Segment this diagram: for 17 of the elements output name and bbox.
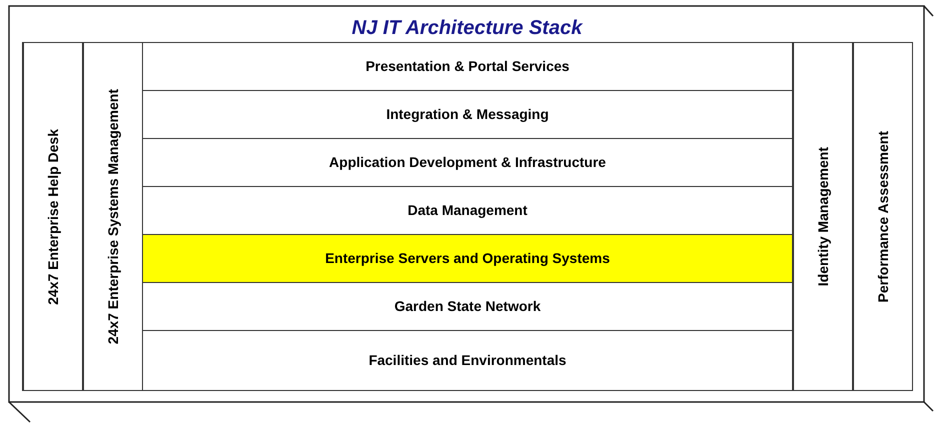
column-box [792, 42, 853, 391]
layer-label: Facilities and Environmentals [368, 351, 566, 370]
title: NJ IT Architecture Stack [350, 16, 584, 40]
layer-label: Presentation & Portal Services [366, 57, 570, 76]
layer-label: Performance Assessment [874, 130, 892, 302]
layer-box [142, 234, 793, 283]
layer-label: Integration & Messaging [386, 105, 549, 124]
layer-label: 24x7 Enterprise Help Desk [44, 128, 62, 304]
layer-label: Enterprise Servers and Operating Systems [325, 249, 610, 268]
layer-label: Garden State Network [394, 297, 541, 316]
column-box [22, 42, 83, 391]
layer-label: Identity Management [814, 146, 832, 286]
column-box [82, 42, 143, 391]
layer-label: Data Management [408, 201, 528, 220]
layer-label: 24x7 Enterprise Systems Management [104, 88, 122, 344]
layer-label: Application Development & Infrastructure [329, 153, 606, 172]
column-box [852, 42, 913, 391]
